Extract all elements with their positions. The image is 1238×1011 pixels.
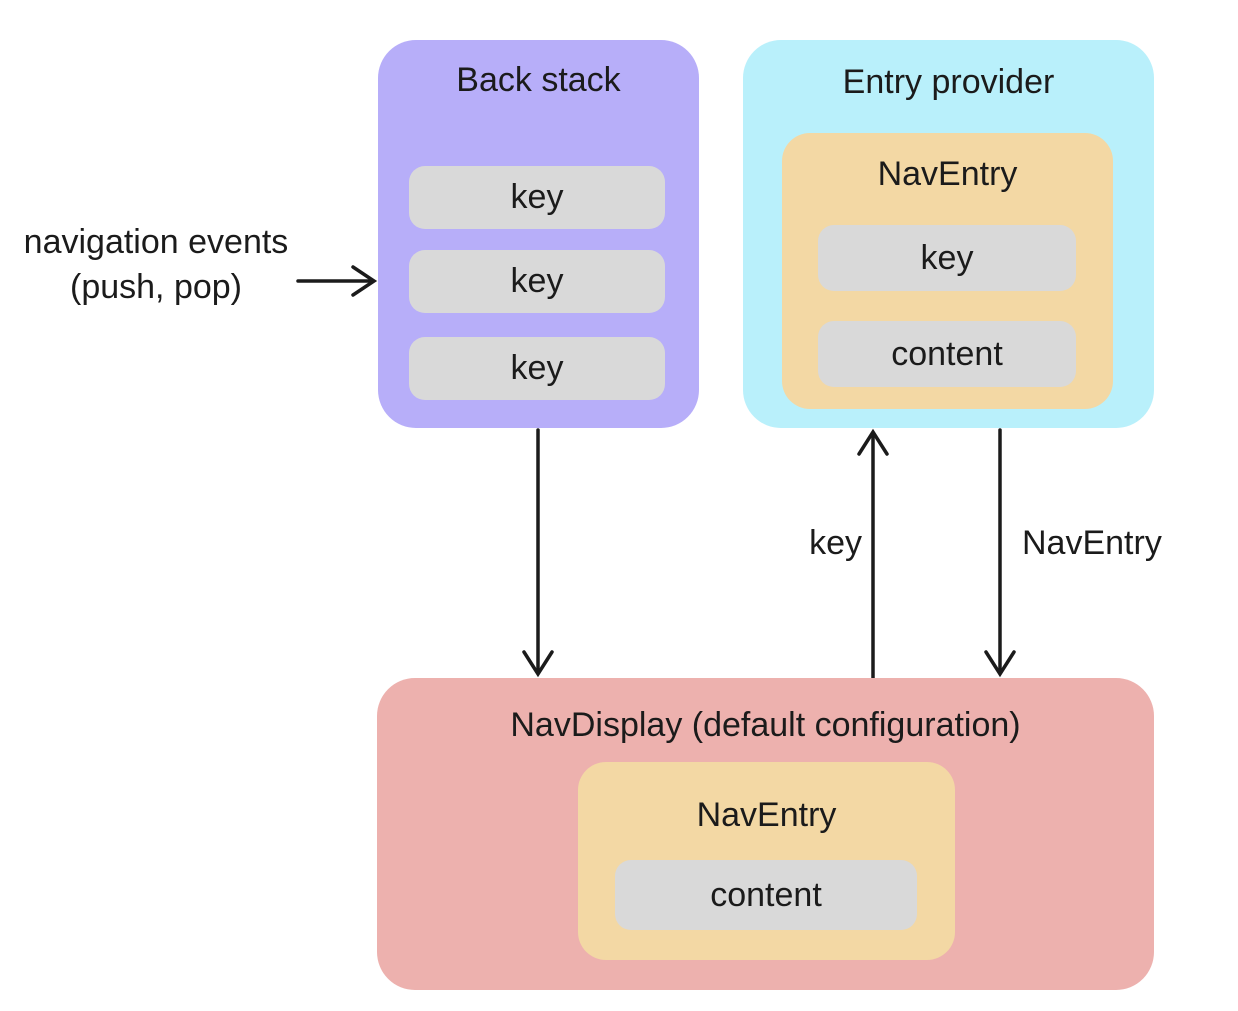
navigation-events-label: navigation events (push, pop) [6, 220, 306, 310]
back-stack-key-pill-2: key [409, 250, 665, 313]
navigation-events-line2: (push, pop) [70, 268, 242, 306]
key-arrow-label: key [809, 524, 862, 562]
entry-provider-title: Entry provider [842, 63, 1055, 101]
back-stack-title: Back stack [456, 61, 621, 99]
back-stack-key-pill-3: key [409, 337, 665, 400]
naventry-arrow-label: NavEntry [1022, 524, 1162, 562]
entry-provider-box: Entry provider NavEntry key content [743, 40, 1154, 428]
entry-provider-key-pill: key [818, 225, 1076, 291]
nav-display-naventry-box: NavEntry content [578, 762, 955, 960]
nav-display-content-pill: content [615, 860, 917, 930]
nav-display-naventry-title: NavEntry [696, 796, 837, 834]
nav-display-title: NavDisplay (default configuration) [510, 706, 1021, 744]
navigation-events-line1: navigation events [23, 223, 289, 261]
navigation-events-arrow [296, 265, 378, 297]
naventry-down-arrow [984, 428, 1016, 678]
back-stack-box: Back stack key key key [378, 40, 699, 428]
entry-provider-content-pill: content [818, 321, 1076, 387]
key-up-arrow [857, 428, 889, 680]
entry-provider-naventry-box: NavEntry key content [782, 133, 1113, 409]
backstack-to-navdisplay-arrow [522, 428, 554, 678]
nav-display-box: NavDisplay (default configuration) NavEn… [377, 678, 1154, 990]
back-stack-key-pill-1: key [409, 166, 665, 229]
entry-provider-naventry-title: NavEntry [877, 155, 1018, 193]
